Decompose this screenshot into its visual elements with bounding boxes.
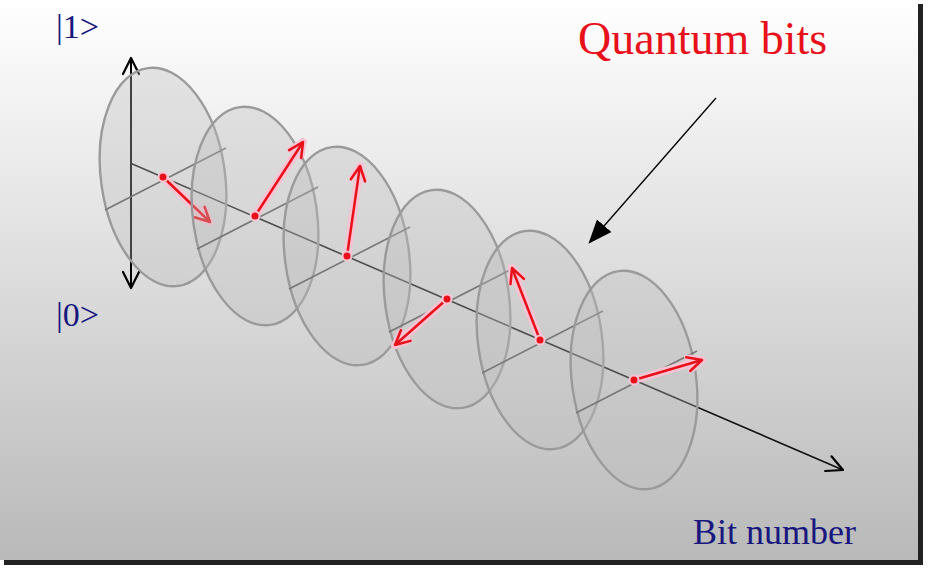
background — [0, 0, 918, 560]
state-label: |0> — [56, 298, 99, 332]
axis-label: Bit number — [693, 514, 856, 550]
qubit-disc — [557, 262, 710, 497]
frame-shadow — [4, 560, 923, 565]
leader-arrow — [590, 98, 716, 242]
callout-title: Quantum bits — [578, 16, 827, 62]
frame-shadow — [918, 4, 923, 565]
state-label: |1> — [56, 10, 99, 44]
